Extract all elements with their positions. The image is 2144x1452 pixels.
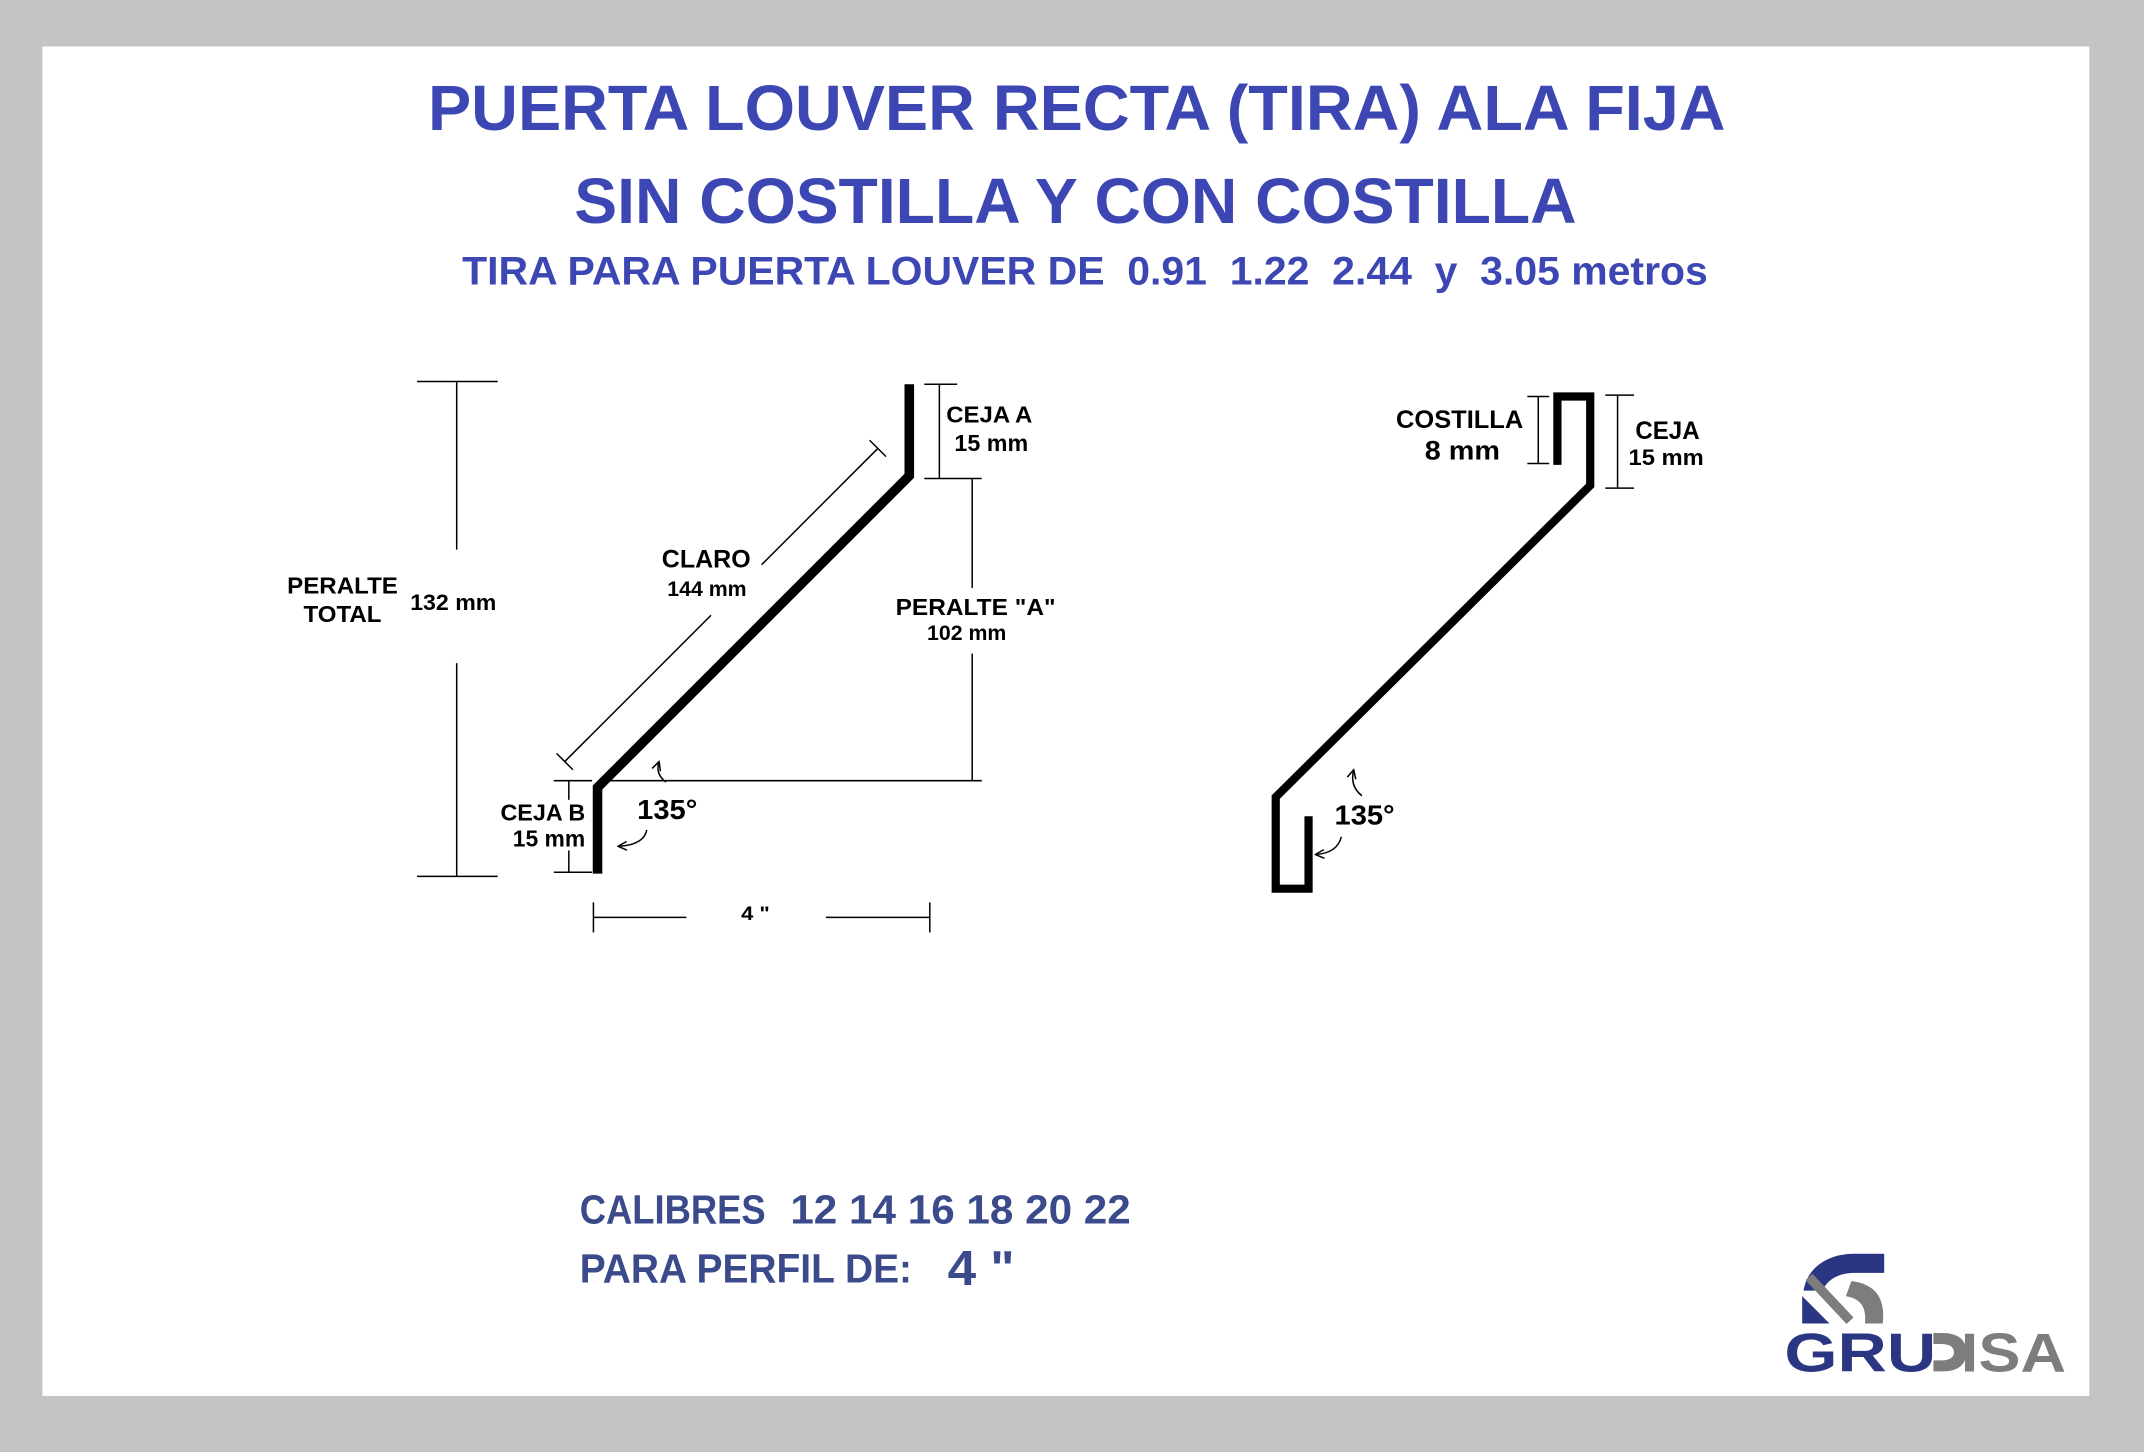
ceja-value: 15 mm [1629, 445, 1704, 470]
dimension-claro: CLARO 144 mm [555, 439, 887, 771]
extension-tick-top [869, 439, 887, 458]
angle-arrow-up-icon [1353, 770, 1363, 797]
dimension-ceja-b: CEJA B 15 mm [500, 779, 593, 874]
perfil-value: 4 " [948, 1241, 1015, 1296]
costilla-value: 8 mm [1425, 435, 1500, 465]
ceja-a-label: CEJA A [946, 401, 1032, 427]
extension-tick-bottom [555, 752, 574, 771]
logo-text-right: ISA [1961, 1321, 2066, 1383]
specs-block: CALIBRES 12 14 16 18 20 22 PARA PERFIL D… [580, 1187, 1131, 1297]
angle-annotation: 135° [618, 762, 697, 847]
angle-arrow-left-icon [618, 829, 648, 846]
peralte-total-label-2: TOTAL [304, 601, 382, 627]
ceja-a-value: 15 mm [954, 430, 1028, 456]
angle-arrow-left-icon [1315, 836, 1343, 855]
logo-mark-right-arc [1845, 1281, 1884, 1324]
subtitle: TIRA PARA PUERTA LOUVER DE 0.91 1.22 2.4… [462, 249, 1708, 293]
calibres-values: 12 14 16 18 20 22 [790, 1187, 1130, 1233]
calibres-label: CALIBRES [580, 1187, 766, 1233]
dimension-line-lower [564, 614, 712, 763]
sheet-panel [42, 46, 2090, 1396]
profile-section-line [1271, 392, 1595, 893]
dimension-costilla: COSTILLA 8 mm [1396, 395, 1550, 465]
angle-value: 135° [1335, 799, 1395, 830]
title-line-2: SIN COSTILLA Y CON COSTILLA [574, 166, 1576, 237]
profile-section-line [592, 384, 915, 874]
ceja-b-value: 15 mm [513, 825, 585, 851]
costilla-label: COSTILLA [1396, 406, 1523, 434]
logo-mark-top-arc [1803, 1253, 1885, 1291]
ceja-b-label: CEJA B [500, 799, 585, 825]
profile-sin-costilla: PERALTE TOTAL 132 mm CEJA A 15 mm PERALT… [287, 380, 1056, 933]
dimension-width: 4 " [592, 902, 931, 933]
header: PUERTA LOUVER RECTA (TIRA) ALA FIJA SIN … [428, 73, 1726, 293]
dimension-line-upper [761, 447, 879, 566]
ceja-label: CEJA [1635, 418, 1699, 445]
logo-letter-d-shape [1933, 1333, 1967, 1372]
dimension-peralte-a: PERALTE "A" 102 mm [603, 478, 1056, 782]
peralte-a-value: 102 mm [927, 622, 1006, 645]
dimension-ceja: CEJA 15 mm [1605, 394, 1704, 489]
perfil-label: PARA PERFIL DE: [580, 1245, 912, 1291]
logo-text-left: GRU [1784, 1321, 1936, 1383]
claro-value: 144 mm [667, 578, 746, 601]
peralte-total-value: 132 mm [410, 590, 496, 615]
logo-mark-diagonal [1805, 1273, 1854, 1325]
grudisa-logo: GRU ISA [1784, 1253, 2066, 1383]
title-line-1: PUERTA LOUVER RECTA (TIRA) ALA FIJA [428, 73, 1726, 144]
peralte-total-label-1: PERALTE [287, 572, 398, 598]
angle-annotation: 135° [1315, 770, 1395, 855]
claro-label: CLARO [662, 546, 751, 573]
angle-value: 135° [637, 794, 697, 825]
profile-con-costilla: COSTILLA 8 mm CEJA 15 mm 135° [1271, 392, 1704, 893]
peralte-a-label: PERALTE "A" [896, 594, 1056, 620]
dimension-peralte-total: PERALTE TOTAL 132 mm [287, 380, 498, 878]
angle-arrow-up-icon [658, 762, 667, 783]
width-value: 4 " [741, 904, 770, 925]
